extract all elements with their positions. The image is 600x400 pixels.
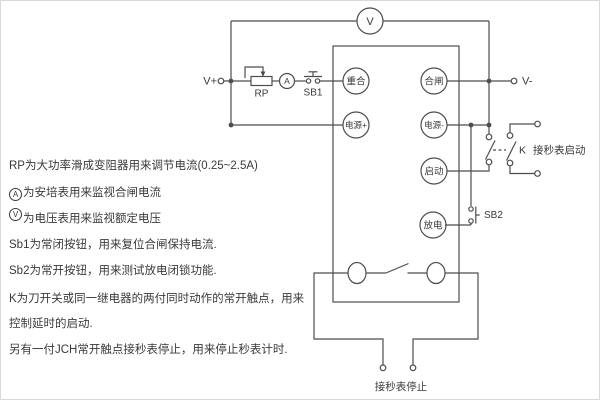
panel-box [332,45,460,303]
v-plus-terminal [217,77,225,85]
k-label: K [519,145,526,157]
rheostat-body [250,75,273,87]
v-minus-terminal [510,77,518,85]
note-voltmeter-text: 为电压表用来监视额定电压 [23,213,161,225]
panel-wires [231,77,518,226]
button-power-plus-label: 电源+ [345,120,367,130]
button-discharge-label: 放电 [423,220,443,232]
ammeter-letter: A [284,76,290,86]
button-reclose [342,67,370,95]
button-start-label: 启动 [424,166,443,178]
voltmeter-letter: V [366,16,374,28]
ammeter-symbol-icon: A [9,188,22,201]
note-k-line2: 控制延时的启动. [9,318,93,330]
rheostat-arrow [244,66,264,78]
button-power-minus-label: 电源- [424,120,444,130]
top-wire [230,20,490,134]
stopwatch-stop-terminal-a [379,364,387,372]
stopwatch-start-terminal-b [534,170,541,177]
stopwatch-start-label: 接秒表启动 [533,144,586,157]
junction-dots [228,78,492,128]
v-minus-label: V- [522,76,533,88]
v-plus-branch [217,66,306,90]
note-jch: 另有一付JCH常开触点接秒表停止，用来停止秒表计时. [9,344,288,356]
k-switch [484,120,541,177]
note-sb2: Sb2为常开按钮，用来测试放电闭锁功能. [9,265,217,277]
rheostat-label: RP [255,89,269,100]
note-sb1: Sb1为常闭按钮，用来复位合闸保持电流. [9,239,217,251]
stopwatch-stop-terminal-b [409,364,417,372]
note-rp: RP为大功率滑成变阻器用来调节电流(0.25~2.5A) [9,160,258,172]
v-plus-label: V+ [203,76,217,88]
sb1-switch [304,71,343,84]
stopwatch-start-terminal-a [534,120,541,128]
stopwatch-stop-label: 接秒表停止 [375,380,428,393]
note-ammeter-text: 为安培表用来监视合闸电流 [23,187,161,199]
stopwatch-stop-leads [313,272,479,372]
sb2-label: SB2 [484,210,503,221]
button-close-label: 合闸 [424,76,443,88]
voltmeter [356,7,384,35]
jch-contact [347,261,446,285]
note-k-line1: K为刀开关或同一继电器的两付同时动作的常开触点，用来 [9,293,305,305]
voltmeter-symbol-icon: V [9,208,22,221]
sb2-switch [468,206,480,225]
button-reclose-label: 重合 [346,76,366,88]
sb1-label: SB1 [304,88,323,99]
